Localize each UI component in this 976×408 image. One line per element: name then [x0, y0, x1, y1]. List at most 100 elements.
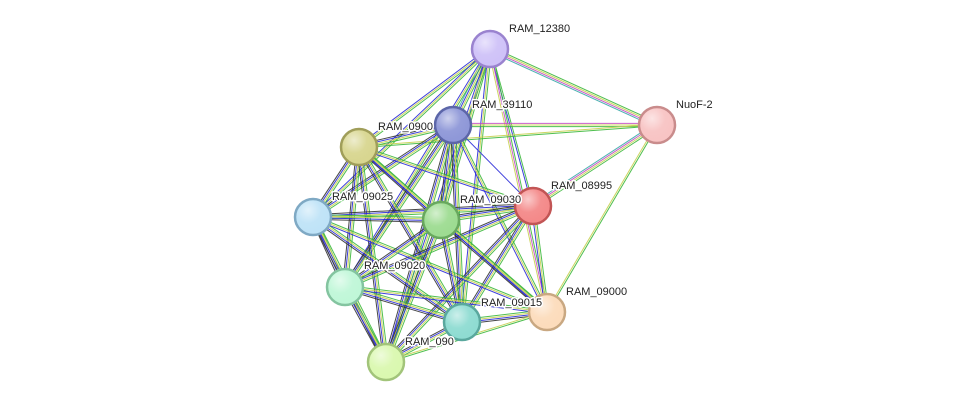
edge-RAM_12380-RAM_09005[interactable] [357, 47, 492, 149]
node-label-RAM_09005: RAM_0900 [378, 121, 433, 133]
edge-line-green [359, 145, 534, 205]
edge-line-blue [488, 49, 533, 207]
node-label-RAM_09025: RAM_09025 [332, 191, 393, 203]
edge-line-blue [343, 47, 490, 287]
edge-RAM_09020-RAM_09015[interactable] [344, 284, 463, 325]
edge-line-yellow [452, 124, 548, 313]
edge-line-magenta [489, 48, 548, 313]
node-RAM_09030[interactable] [421, 200, 461, 240]
node-label-NuoF-2: NuoF-2 [676, 99, 713, 111]
edge-RAM_39110-RAM_09000[interactable] [451, 124, 549, 313]
edge-line-yellow [345, 206, 534, 289]
node-label-RAM_08995: RAM_08995 [551, 180, 612, 192]
edge-line-blue [357, 147, 462, 323]
edge-line-blue [384, 219, 441, 362]
edge-line-blue [311, 47, 490, 217]
node-RAM_12380[interactable] [470, 29, 510, 69]
edge-RAM_09030-RAM_09010[interactable] [383, 218, 444, 364]
edge-line-green [387, 207, 536, 364]
edge-line-green [359, 125, 658, 149]
edge-line-green [346, 126, 456, 289]
edge-line-green [360, 145, 465, 322]
edge-line-green [534, 126, 659, 209]
node-NuoF-2[interactable] [637, 105, 677, 145]
edge-RAM_39110-RAM_09020[interactable] [342, 123, 456, 289]
edge-RAM_09020-RAM_09000[interactable] [344, 284, 548, 315]
node-label-RAM_09020: RAM_09020 [364, 260, 425, 272]
edge-line-teal [488, 50, 657, 128]
edge-RAM_12380-NuoF-2[interactable] [488, 46, 659, 128]
edge-RAM_12380-RAM_08995[interactable] [488, 48, 535, 207]
edge-NuoF-2-RAM_08995[interactable] [531, 122, 659, 209]
node-label-RAM_09015: RAM_09015 [481, 297, 542, 309]
edge-line-yellow [313, 215, 442, 220]
edge-line-magenta [489, 49, 657, 127]
edge-line-green [490, 46, 659, 124]
edge-line-green [463, 206, 536, 324]
edge-line-green [345, 207, 535, 290]
node-circle[interactable] [433, 105, 473, 145]
node-circle[interactable] [339, 127, 379, 167]
edge-line-green [345, 284, 463, 321]
edge-line-yellow [345, 125, 455, 288]
edge-line-blue [312, 218, 547, 314]
edge-line-green [314, 214, 464, 321]
edge-RAM_08995-RAM_09020[interactable] [343, 203, 535, 290]
edge-line-yellow [345, 285, 463, 322]
node-circle[interactable] [421, 200, 461, 240]
node-RAM_09020[interactable] [325, 267, 365, 307]
edge-line-black [383, 204, 532, 361]
node-label-RAM_09030: RAM_09030 [460, 194, 521, 206]
node-RAM_09025[interactable] [293, 197, 333, 237]
edge-line-green [313, 215, 548, 311]
node-circle[interactable] [325, 267, 365, 307]
edge-line-yellow [312, 48, 491, 218]
edge-line-blue [344, 287, 462, 324]
edge-line-blue [460, 205, 533, 322]
edge-line-yellow [545, 124, 657, 312]
edge-line-yellow [344, 286, 548, 313]
edge-line-green [490, 48, 535, 206]
node-label-RAM_12380: RAM_12380 [509, 23, 570, 35]
node-circle[interactable] [637, 105, 677, 145]
edge-line-black [343, 203, 533, 286]
node-RAM_39110[interactable] [433, 105, 473, 145]
edge-line-black [311, 218, 461, 325]
edge-NuoF-2-RAM_09000[interactable] [545, 124, 659, 313]
edge-line-blue [344, 288, 547, 315]
edge-line-yellow [358, 146, 534, 207]
node-circle[interactable] [366, 342, 406, 382]
edge-line-blue [451, 125, 547, 313]
edge-line-black [439, 221, 546, 315]
label-layer: RAM_12380NuoF-2RAM_39110RAM_0900RAM_0899… [331, 22, 715, 350]
node-RAM_09015[interactable] [442, 302, 482, 342]
edge-line-black [342, 123, 452, 286]
edge-RAM_09005-RAM_09015[interactable] [356, 145, 465, 324]
edge-line-yellow [312, 216, 548, 313]
edge-line-green [442, 217, 549, 311]
edge-line-blue [312, 217, 462, 324]
node-label-RAM_09000: RAM_09000 [566, 286, 627, 298]
edge-RAM_09025-RAM_09030[interactable] [312, 214, 442, 223]
edge-RAM_09030-RAM_09000[interactable] [439, 217, 549, 315]
edge-line-black [312, 218, 441, 223]
edge-RAM_09025-RAM_09015[interactable] [311, 214, 464, 325]
node-RAM_09005[interactable] [339, 127, 379, 167]
edge-line-yellow [490, 47, 658, 125]
edge-RAM_08995-RAM_09010[interactable] [383, 204, 536, 364]
edge-RAM_09025-RAM_09000[interactable] [312, 215, 548, 314]
edge-line-green [345, 284, 548, 311]
node-circle[interactable] [442, 302, 482, 342]
edge-line-green [547, 125, 659, 313]
edge-line-blue [312, 204, 533, 217]
edge-line-teal [531, 122, 656, 205]
edge-line-yellow [441, 219, 548, 312]
node-circle[interactable] [293, 197, 333, 237]
edge-NuoF-2-RAM_09005[interactable] [358, 123, 658, 149]
node-circle[interactable] [470, 29, 510, 69]
edge-line-yellow [386, 220, 443, 363]
edge-RAM_09005-RAM_08995[interactable] [358, 145, 534, 208]
edge-line-green [360, 146, 389, 362]
node-label-RAM_09010: RAM_090 [405, 336, 454, 348]
node-RAM_09010[interactable] [366, 342, 406, 382]
